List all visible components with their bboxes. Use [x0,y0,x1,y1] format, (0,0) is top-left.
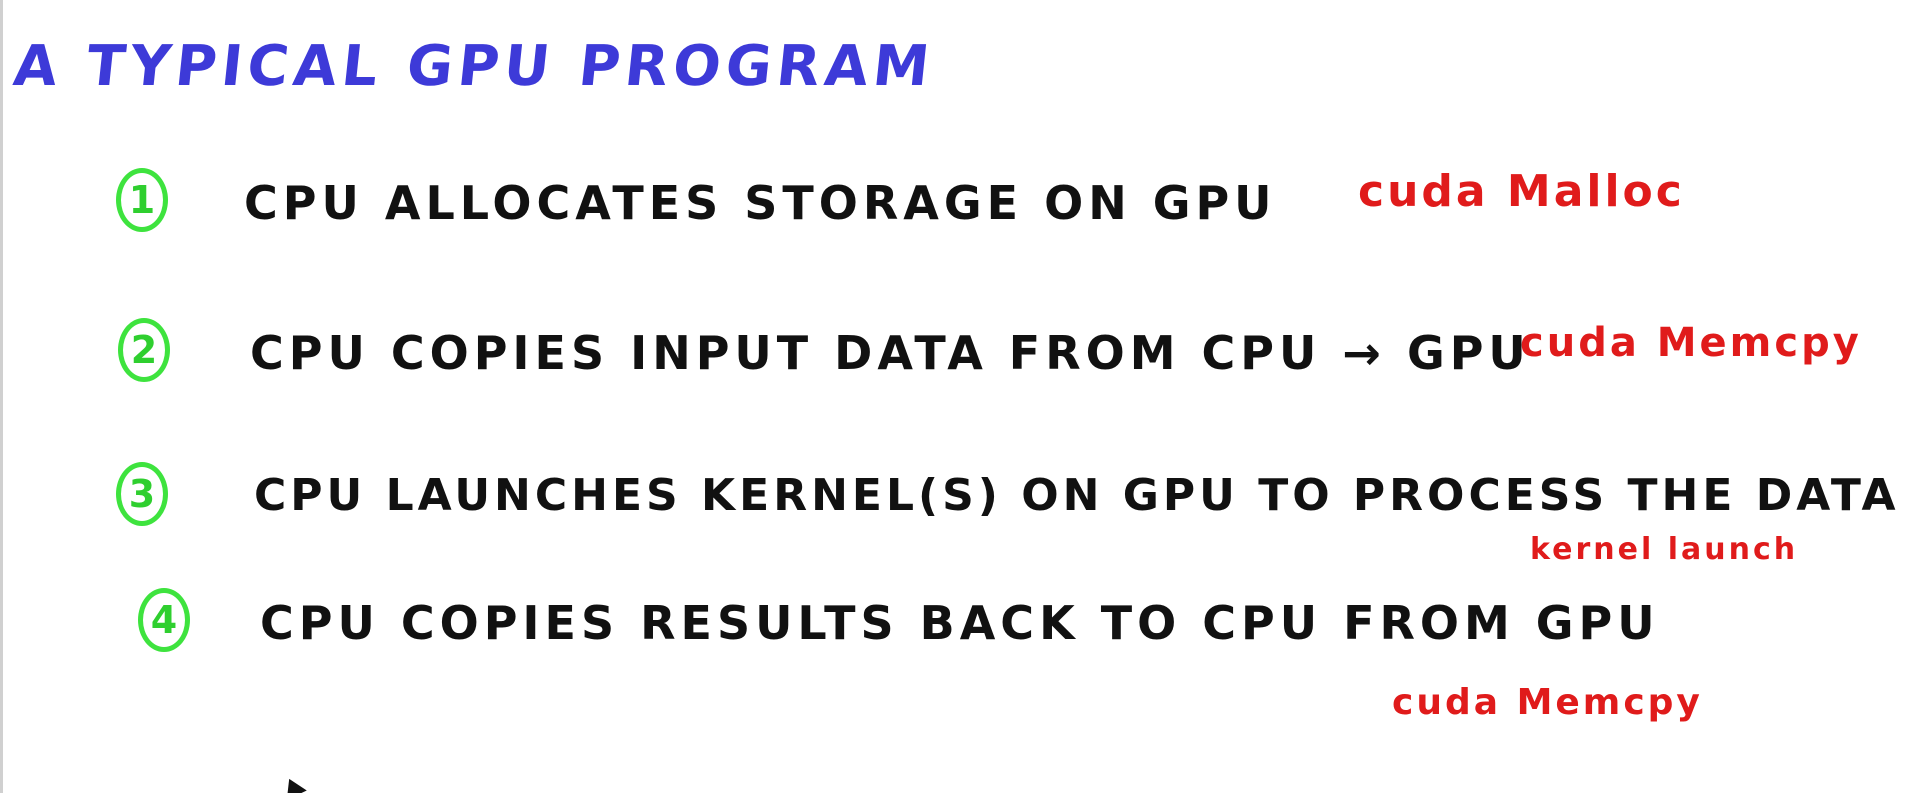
step-3: 3 CPU LAUNCHES KERNEL(S) ON GPU TO PROCE… [0,462,1912,542]
step-4: 4 CPU COPIES RESULTS BACK TO CPU FROM GP… [0,588,1912,668]
board-edge [0,0,3,793]
step-number-3: 3 [116,462,168,526]
api-label-3: kernel launch [1530,532,1799,567]
step-number-1: 1 [116,168,168,232]
step-text-1: CPU ALLOCATES STORAGE ON GPU [244,176,1277,230]
step-number-2: 2 [118,318,170,382]
api-label-2: cuda Memcpy [1520,320,1862,366]
pointer-icon [279,774,307,793]
step-number-4: 4 [138,588,190,652]
step-text-3: CPU LAUNCHES KERNEL(S) ON GPU TO PROCESS… [254,470,1900,521]
page-title: A TYPICAL GPU PROGRAM [10,34,938,99]
step-1: 1 CPU ALLOCATES STORAGE ON GPU [0,168,1912,248]
api-label-4: cuda Memcpy [1392,682,1703,723]
step-text-2: CPU COPIES INPUT DATA FROM CPU → GPU [250,326,1531,380]
step-text-4: CPU COPIES RESULTS BACK TO CPU FROM GPU [260,596,1660,650]
api-label-1: cuda Malloc [1358,166,1685,217]
step-2: 2 CPU COPIES INPUT DATA FROM CPU → GPU [0,318,1912,398]
